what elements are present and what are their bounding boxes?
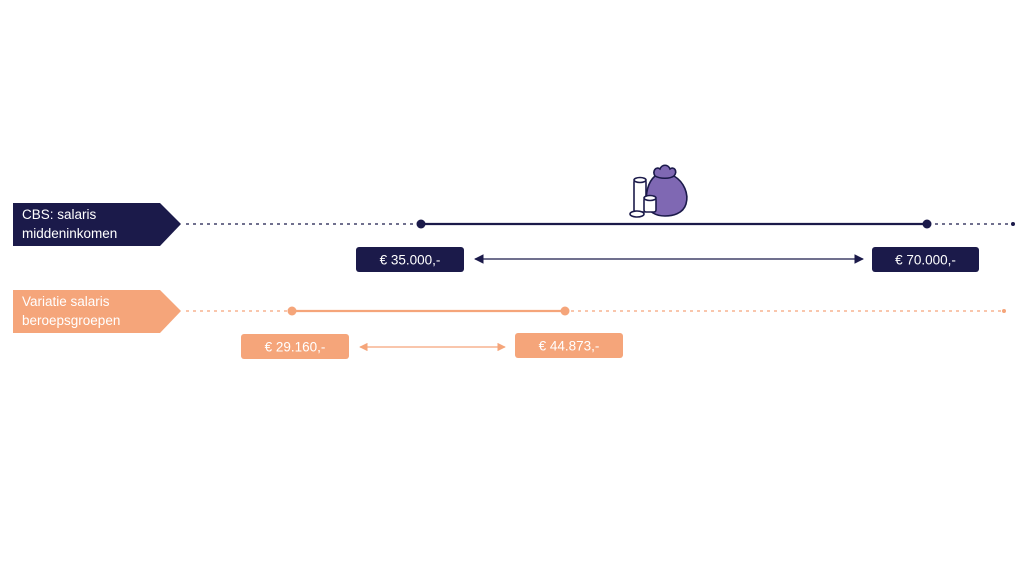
variatie-label-tag-shape: [13, 290, 181, 333]
variatie-range-max-dot: [560, 306, 570, 316]
row-variatie: Variatie salaris beroepsgroepen € 29.160…: [13, 290, 1006, 359]
variatie-min-value-box: € 29.160,-: [241, 334, 349, 359]
variatie-label-line1: Variatie salaris: [22, 294, 110, 309]
cbs-max-value-box: € 70.000,-: [872, 247, 979, 272]
variatie-label-tag: Variatie salaris beroepsgroepen: [13, 290, 181, 333]
cbs-range-min-dot: [416, 219, 426, 229]
variatie-max-value-box: € 44.873,-: [515, 333, 623, 358]
variatie-label-line2: beroepsgroepen: [22, 313, 120, 328]
row-cbs: CBS: salaris middeninkomen: [13, 164, 1015, 272]
money-bag-icon: [629, 164, 688, 218]
cbs-min-value-label: € 35.000,-: [380, 253, 441, 268]
cbs-max-value-label: € 70.000,-: [895, 253, 956, 268]
cbs-min-value-box: € 35.000,-: [356, 247, 464, 272]
variatie-min-value-label: € 29.160,-: [265, 340, 326, 355]
cbs-range-max-dot: [922, 219, 932, 229]
variatie-range-min-dot: [287, 306, 297, 316]
cbs-baseline-end-dot: [1011, 222, 1015, 226]
variatie-max-value-label: € 44.873,-: [539, 339, 600, 354]
cbs-label-tag: CBS: salaris middeninkomen: [13, 203, 181, 246]
cbs-label-line1: CBS: salaris: [22, 207, 97, 222]
variatie-baseline-end-dot: [1002, 309, 1006, 313]
cbs-label-line2: middeninkomen: [22, 226, 117, 241]
cbs-label-tag-shape: [13, 203, 181, 246]
